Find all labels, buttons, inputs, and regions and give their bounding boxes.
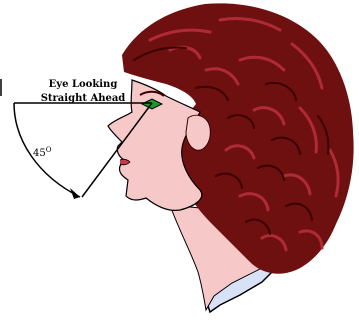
eye-label-line2: Straight Ahead bbox=[41, 93, 126, 104]
ear bbox=[186, 115, 210, 150]
angle-label: 45O bbox=[33, 146, 52, 159]
arrowhead bbox=[70, 188, 80, 199]
angle-value: 45 bbox=[33, 148, 46, 159]
angle-unit: O bbox=[46, 146, 52, 154]
eye-label-line1: Eye Looking bbox=[49, 79, 118, 90]
